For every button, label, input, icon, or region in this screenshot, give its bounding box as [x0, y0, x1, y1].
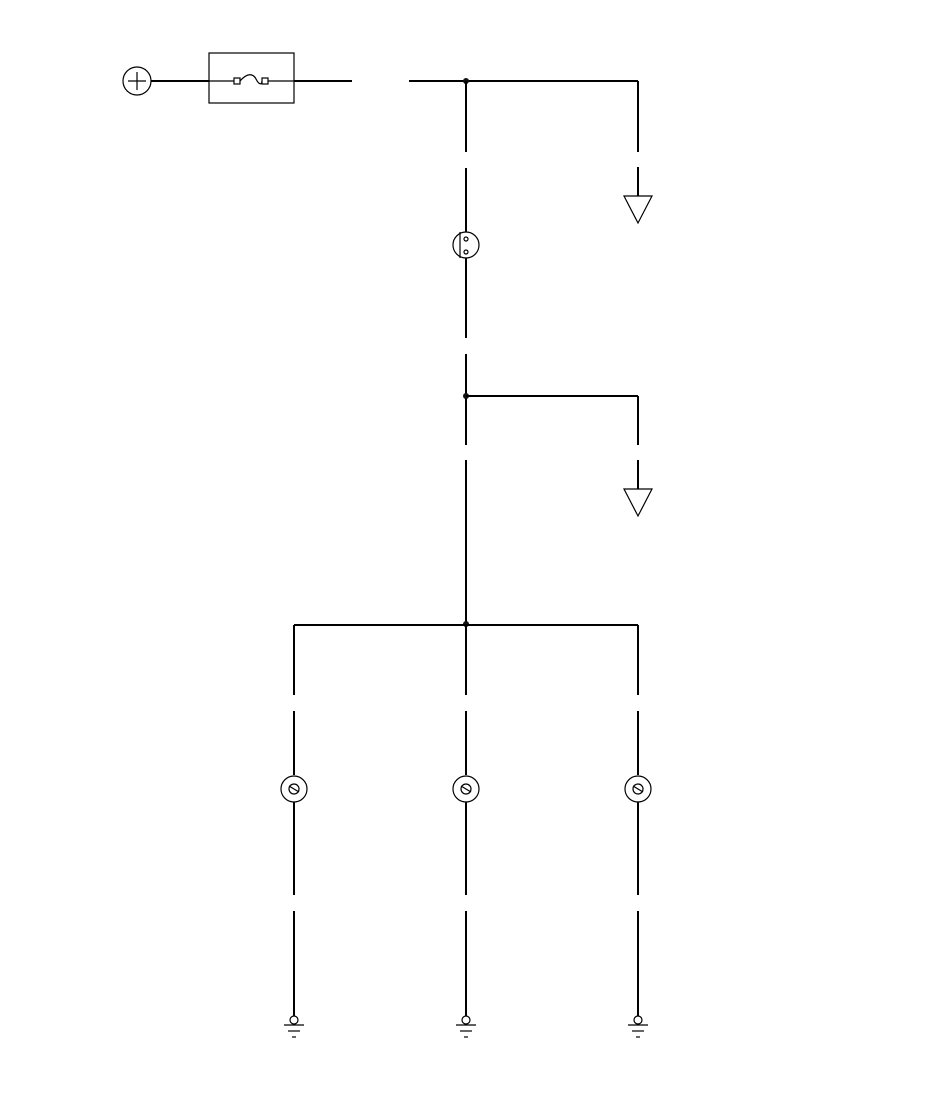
- lamp-icon: [452, 775, 480, 803]
- ground-icon: [628, 1015, 648, 1038]
- power-source-icon: [122, 66, 152, 96]
- lamp-icon: [280, 775, 308, 803]
- fuse-icon: [208, 52, 295, 104]
- connector-arrow-icon: [623, 460, 653, 518]
- connector-arrow-icon: [623, 167, 653, 225]
- ground-icon: [284, 1015, 304, 1038]
- ground-icon: [456, 1015, 476, 1038]
- lamp-icon: [624, 775, 652, 803]
- switch-icon: [452, 231, 480, 259]
